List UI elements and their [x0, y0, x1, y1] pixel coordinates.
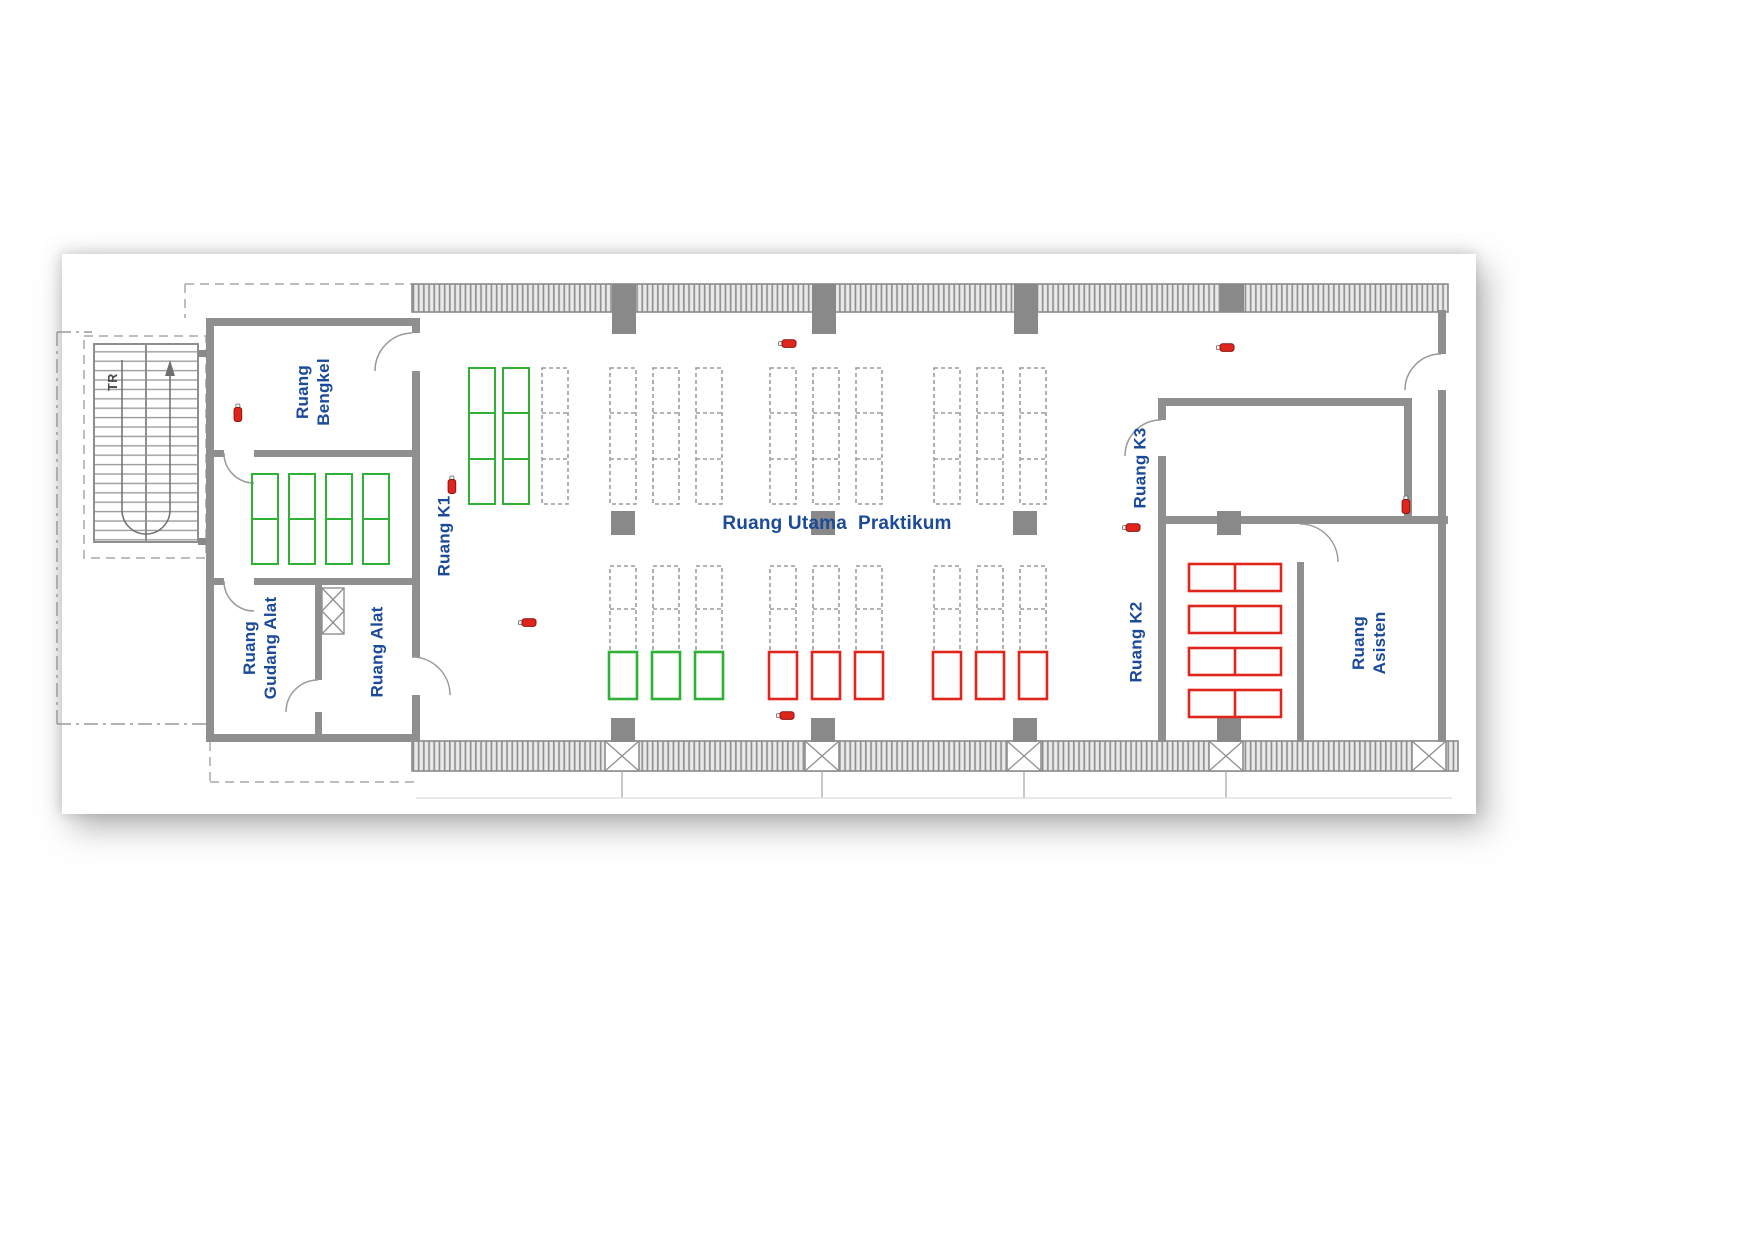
table-dashed — [855, 565, 883, 653]
bench-red — [931, 650, 963, 701]
table-red — [1187, 688, 1283, 719]
table-dashed — [976, 565, 1004, 653]
fire-extinguisher-icon — [776, 711, 795, 720]
table-dashed — [695, 367, 723, 505]
column-xbox — [804, 740, 840, 772]
table-red — [1187, 604, 1283, 635]
table-dashed — [1019, 565, 1047, 653]
bench-red — [1017, 650, 1049, 701]
table-dashed — [769, 565, 797, 653]
table-dashed — [609, 565, 637, 653]
bench-green — [693, 650, 725, 701]
fire-extinguisher-icon — [1122, 523, 1141, 532]
bench-red — [853, 650, 885, 701]
table-green — [251, 473, 279, 565]
table-dashed — [652, 367, 680, 505]
table-dashed — [976, 367, 1004, 505]
k2-tables-red — [1187, 562, 1283, 719]
main-hall-tables-bottom — [607, 565, 1049, 701]
storage-tables-green — [251, 473, 390, 565]
fire-extinguisher-icon — [778, 339, 797, 348]
stairwell — [93, 343, 208, 545]
column-xbox — [1411, 740, 1447, 772]
table-dashed — [609, 367, 637, 505]
table-dashed — [1019, 367, 1047, 505]
table-green — [502, 367, 530, 505]
table-dashed — [933, 367, 961, 505]
table-green — [468, 367, 496, 505]
table-dashed — [933, 565, 961, 653]
column-xbox — [1208, 740, 1244, 772]
table-green — [362, 473, 390, 565]
table-dashed — [855, 367, 883, 505]
table-dashed — [812, 565, 840, 653]
door-arcs — [223, 332, 1442, 713]
fire-extinguisher-icon — [447, 475, 457, 494]
column-xbox — [604, 740, 640, 772]
table-green — [325, 473, 353, 565]
table-dashed — [541, 367, 569, 505]
main-hall-tables-top — [468, 367, 1047, 505]
bench-red — [810, 650, 842, 701]
fire-extinguisher-icon — [233, 403, 243, 422]
bench-red — [974, 650, 1006, 701]
walls — [206, 310, 1448, 742]
shaft — [321, 587, 345, 635]
window-band-top — [411, 283, 1449, 313]
table-red — [1187, 562, 1283, 593]
bench-red — [767, 650, 799, 701]
fire-extinguisher-icon — [1216, 343, 1235, 352]
window-band-bottom — [411, 740, 1459, 799]
stair-direction-arrow — [165, 360, 175, 376]
table-dashed — [769, 367, 797, 505]
table-green — [288, 473, 316, 565]
table-dashed — [812, 367, 840, 505]
table-red — [1187, 646, 1283, 677]
bench-green — [607, 650, 639, 701]
fire-extinguisher-icon — [518, 618, 537, 627]
table-dashed — [652, 565, 680, 653]
bench-green — [650, 650, 682, 701]
structural-columns — [611, 312, 1241, 742]
column-xbox — [1006, 740, 1042, 772]
table-dashed — [695, 565, 723, 653]
